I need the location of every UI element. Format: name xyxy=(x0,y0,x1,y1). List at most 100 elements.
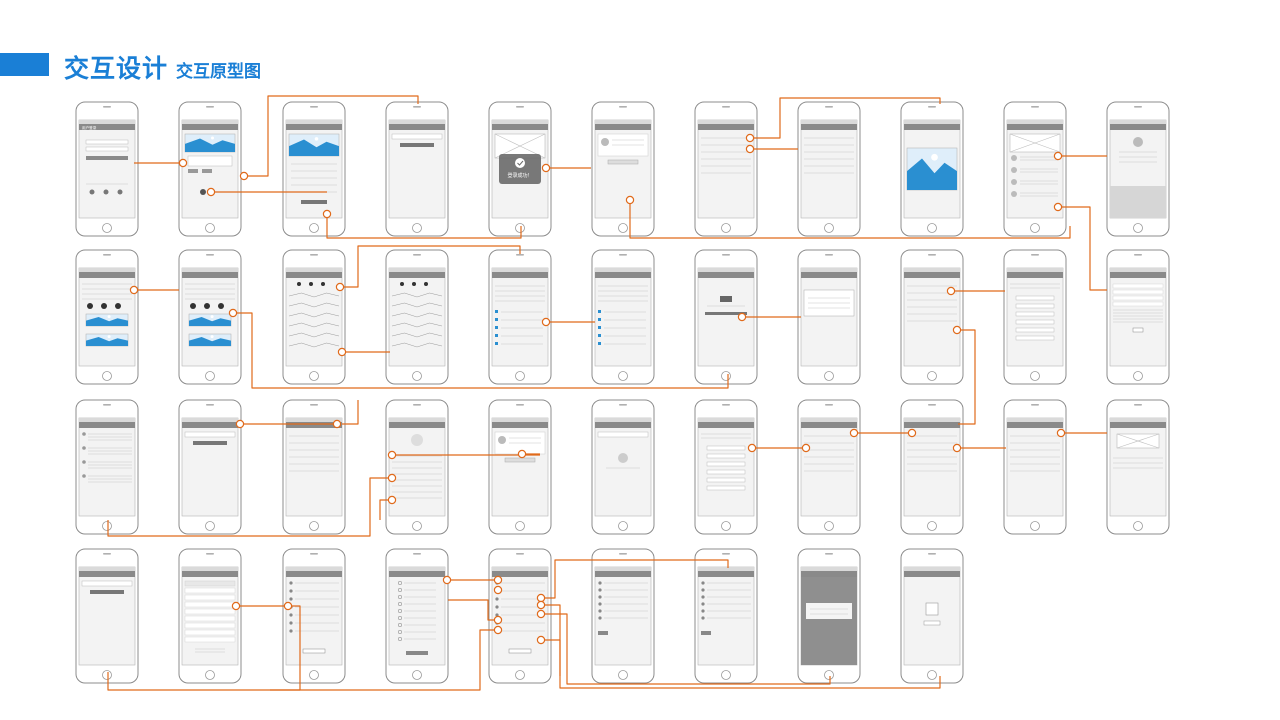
chart-line xyxy=(288,312,340,318)
home-button-icon xyxy=(205,371,215,381)
home-button-icon xyxy=(824,670,834,680)
phone-r3c11 xyxy=(1106,399,1170,535)
flow-connector xyxy=(750,97,941,139)
nav-bar xyxy=(904,272,960,278)
speaker-slot xyxy=(619,254,627,256)
home-button-icon xyxy=(102,521,112,531)
page-subtitle: 交互原型图 xyxy=(176,62,261,82)
phone-r2c5 xyxy=(488,249,552,385)
speaker-slot xyxy=(310,553,318,555)
speaker-slot xyxy=(1134,404,1142,406)
setting-icon xyxy=(289,581,293,585)
sun-icon xyxy=(931,153,938,161)
connector-node xyxy=(335,282,345,292)
input-field xyxy=(706,469,746,475)
placeholder-cross xyxy=(1009,133,1061,153)
speaker-slot xyxy=(310,106,318,108)
avatar xyxy=(115,303,121,309)
home-button-icon xyxy=(205,223,215,233)
speaker-slot xyxy=(413,254,421,256)
speaker-slot xyxy=(825,553,833,555)
flow-connector xyxy=(270,629,498,691)
avatar xyxy=(204,303,210,309)
logout-button xyxy=(508,648,532,654)
phone-r4c9 xyxy=(900,548,964,684)
nav-bar xyxy=(492,124,548,130)
row xyxy=(184,587,236,594)
chart-line xyxy=(391,342,443,348)
nav-bar xyxy=(389,124,445,130)
nav-bar xyxy=(595,124,651,130)
success-text: 登录成功！ xyxy=(507,172,532,179)
chart-line xyxy=(391,332,443,338)
message-icon xyxy=(82,460,86,464)
speaker-slot xyxy=(1134,106,1142,108)
phone-r2c7 xyxy=(694,249,758,385)
status-bar xyxy=(182,567,238,571)
home-button-icon xyxy=(927,223,937,233)
flow-connector xyxy=(541,559,729,599)
phone-r1c8 xyxy=(797,101,861,237)
nav-bar xyxy=(492,571,548,577)
speaker-slot xyxy=(1031,254,1039,256)
mountain-icon xyxy=(189,337,231,346)
nav-bar xyxy=(1007,124,1063,130)
chart-line xyxy=(288,292,340,298)
connector-node xyxy=(206,187,216,197)
screen xyxy=(903,267,961,367)
home-button-icon xyxy=(515,223,525,233)
screen xyxy=(1109,417,1167,517)
home-button-icon xyxy=(1133,223,1143,233)
connector-node xyxy=(228,308,238,318)
tab-icon xyxy=(412,282,416,286)
radio-icon xyxy=(397,636,403,642)
data-icon xyxy=(495,334,498,337)
row xyxy=(184,608,236,615)
status-bar xyxy=(801,268,857,272)
screen xyxy=(697,119,755,219)
radio-icon xyxy=(397,615,403,621)
screen xyxy=(697,566,755,666)
mountain-icon xyxy=(907,158,957,190)
mountain-icon xyxy=(289,139,339,156)
status-bar xyxy=(79,120,135,124)
nav-bar xyxy=(698,571,754,577)
toggle-icon xyxy=(598,588,602,592)
page-title: 交互设计 xyxy=(64,54,169,83)
mountain-icon xyxy=(86,337,128,346)
toggle-icon xyxy=(598,609,602,613)
toggle-icon xyxy=(598,616,602,620)
status-bar xyxy=(801,120,857,124)
home-button-icon xyxy=(721,223,731,233)
phone-r3c10 xyxy=(1003,399,1067,535)
avatar xyxy=(1011,155,1017,161)
radio-icon xyxy=(397,629,403,635)
speaker-slot xyxy=(928,404,936,406)
sun-icon xyxy=(107,315,111,319)
phone-r2c11 xyxy=(1106,249,1170,385)
nav-bar xyxy=(1007,422,1063,428)
avatar xyxy=(101,303,107,309)
tab-icon xyxy=(321,282,325,286)
phone-r2c6 xyxy=(591,249,655,385)
status-bar xyxy=(492,418,548,422)
nav-bar xyxy=(286,124,342,130)
home-button-icon xyxy=(309,670,319,680)
check-mark xyxy=(517,160,524,166)
input-field xyxy=(81,580,133,587)
avatar xyxy=(218,303,224,309)
connector-node xyxy=(387,473,397,483)
nav-bar xyxy=(286,422,342,428)
connector-node xyxy=(737,312,747,322)
toggle-icon xyxy=(701,581,705,585)
action-button xyxy=(504,457,536,463)
speaker-slot xyxy=(619,553,627,555)
flow-connector xyxy=(1058,206,1107,291)
home-button-icon xyxy=(721,371,731,381)
connector-node xyxy=(337,347,347,357)
avatar xyxy=(1011,191,1017,197)
nav-bar xyxy=(1110,272,1166,278)
screen xyxy=(1109,267,1167,367)
radio-icon xyxy=(397,594,403,600)
